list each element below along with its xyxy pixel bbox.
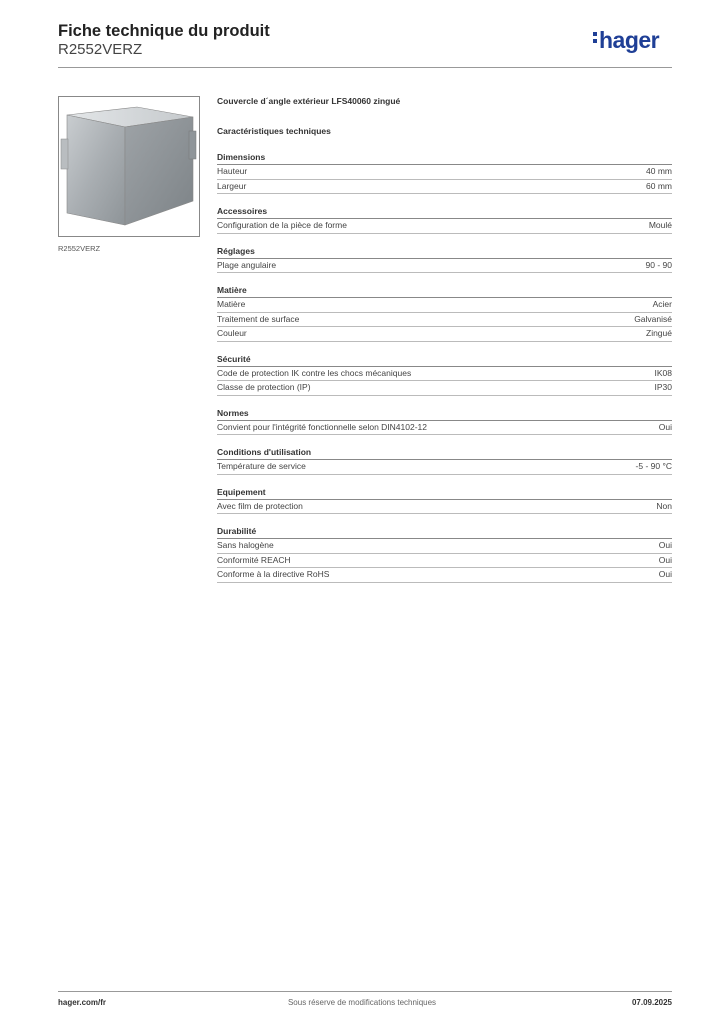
spec-value: Oui bbox=[658, 554, 672, 565]
spec-value: IP30 bbox=[654, 382, 673, 392]
spec-group-accessoires: Accessoires Configuration de la pièce de… bbox=[217, 206, 672, 234]
spec-value: 40 mm bbox=[646, 166, 672, 176]
logo-dots-icon bbox=[593, 29, 597, 46]
spec-group-conditions: Conditions d'utilisation Température de … bbox=[217, 447, 672, 475]
spec-label: Température de service bbox=[217, 461, 306, 471]
spec-label: Code de protection IK contre les chocs m… bbox=[217, 367, 412, 378]
spec-label: Largeur bbox=[217, 180, 247, 191]
spec-label: Traitement de surface bbox=[217, 313, 300, 324]
spec-row: Conformité REACH Oui bbox=[217, 554, 672, 568]
spec-value: -5 - 90 °C bbox=[635, 461, 672, 471]
footer-website-link[interactable]: hager.com/fr bbox=[58, 998, 107, 1007]
spec-row: Température de service -5 - 90 °C bbox=[217, 460, 672, 475]
footer-date: 07.09.2025 bbox=[631, 998, 672, 1007]
spec-row: Largeur 60 mm bbox=[217, 180, 672, 194]
spec-row: Traitement de surface Galvanisé bbox=[217, 313, 672, 327]
spec-group-dimensions: Dimensions Hauteur 40 mm Largeur 60 mm bbox=[217, 152, 672, 194]
spec-value: IK08 bbox=[654, 367, 673, 378]
group-title: Equipement bbox=[217, 487, 672, 500]
spec-group-equipement: Equipement Avec film de protection Non bbox=[217, 487, 672, 514]
spec-row: Code de protection IK contre les chocs m… bbox=[217, 367, 673, 381]
spec-group-reglages: Réglages Plage angulaire 90 - 90 bbox=[217, 246, 672, 273]
spec-value: Galvanisé bbox=[634, 313, 672, 324]
spec-label: Hauteur bbox=[217, 166, 248, 176]
spec-value: Acier bbox=[652, 299, 672, 309]
group-title: Réglages bbox=[217, 246, 672, 259]
spec-label: Matière bbox=[217, 299, 246, 309]
product-name: Couvercle d´angle extérieur LFS40060 zin… bbox=[217, 96, 401, 106]
spec-row: Matière Acier bbox=[217, 298, 672, 313]
spec-label: Conformité REACH bbox=[217, 554, 291, 565]
image-caption: R2552VERZ bbox=[58, 244, 101, 253]
spec-row: Conforme à la directive RoHS Oui bbox=[217, 568, 672, 583]
group-title: Accessoires bbox=[217, 206, 672, 219]
spec-value: 90 - 90 bbox=[645, 259, 672, 270]
spec-group-normes: Normes Convient pour l'intégrité fonctio… bbox=[217, 408, 672, 435]
header-divider bbox=[58, 67, 672, 68]
group-title: Conditions d'utilisation bbox=[217, 447, 672, 460]
product-reference: R2552VERZ bbox=[58, 41, 143, 58]
spec-value: 60 mm bbox=[646, 180, 672, 191]
group-title: Sécurité bbox=[217, 354, 672, 367]
spec-label: Avec film de protection bbox=[217, 500, 303, 511]
spec-value: Zingué bbox=[646, 328, 672, 338]
spec-label: Configuration de la pièce de forme bbox=[217, 220, 347, 230]
spec-label: Plage angulaire bbox=[217, 259, 277, 270]
spec-row: Configuration de la pièce de forme Moulé bbox=[217, 219, 672, 234]
logo-text: hager bbox=[599, 27, 660, 53]
spec-label: Classe de protection (IP) bbox=[217, 382, 311, 392]
group-title: Matière bbox=[217, 285, 672, 298]
footer-notice: Sous réserve de modifications techniques bbox=[287, 998, 437, 1007]
spec-value: Oui bbox=[658, 540, 672, 550]
group-title: Normes bbox=[217, 408, 672, 421]
spec-row: Hauteur 40 mm bbox=[217, 165, 672, 180]
page-title: Fiche technique du produit bbox=[58, 22, 270, 40]
spec-content: Couvercle d´angle extérieur LFS40060 zin… bbox=[217, 96, 672, 583]
group-title: Durabilité bbox=[217, 526, 672, 539]
spec-row: Avec film de protection Non bbox=[217, 500, 672, 514]
spec-group-securite: Sécurité Code de protection IK contre le… bbox=[217, 354, 672, 396]
corner-cover-picture-icon bbox=[60, 106, 197, 226]
spec-value: Moulé bbox=[648, 220, 672, 230]
section-title: Caractéristiques techniques bbox=[217, 126, 331, 136]
spec-value: Oui bbox=[658, 569, 672, 579]
spec-label: Conforme à la directive RoHS bbox=[217, 569, 330, 579]
spec-value: Non bbox=[656, 500, 672, 511]
spec-row: Convient pour l'intégrité fonctionnelle … bbox=[217, 421, 672, 435]
spec-label: Sans halogène bbox=[217, 540, 274, 550]
spec-label: Couleur bbox=[217, 328, 247, 338]
hager-logo: hager bbox=[593, 27, 660, 54]
spec-label: Convient pour l'intégrité fonctionnelle … bbox=[217, 421, 428, 432]
spec-row: Sans halogène Oui bbox=[217, 539, 672, 554]
spec-row: Classe de protection (IP) IP30 bbox=[217, 381, 672, 396]
spec-row: Couleur Zingué bbox=[217, 327, 672, 342]
spec-value: Oui bbox=[658, 421, 672, 432]
product-image bbox=[58, 96, 200, 237]
spec-row: Plage angulaire 90 - 90 bbox=[217, 259, 672, 273]
footer-divider bbox=[58, 991, 672, 992]
group-title: Dimensions bbox=[217, 152, 672, 165]
